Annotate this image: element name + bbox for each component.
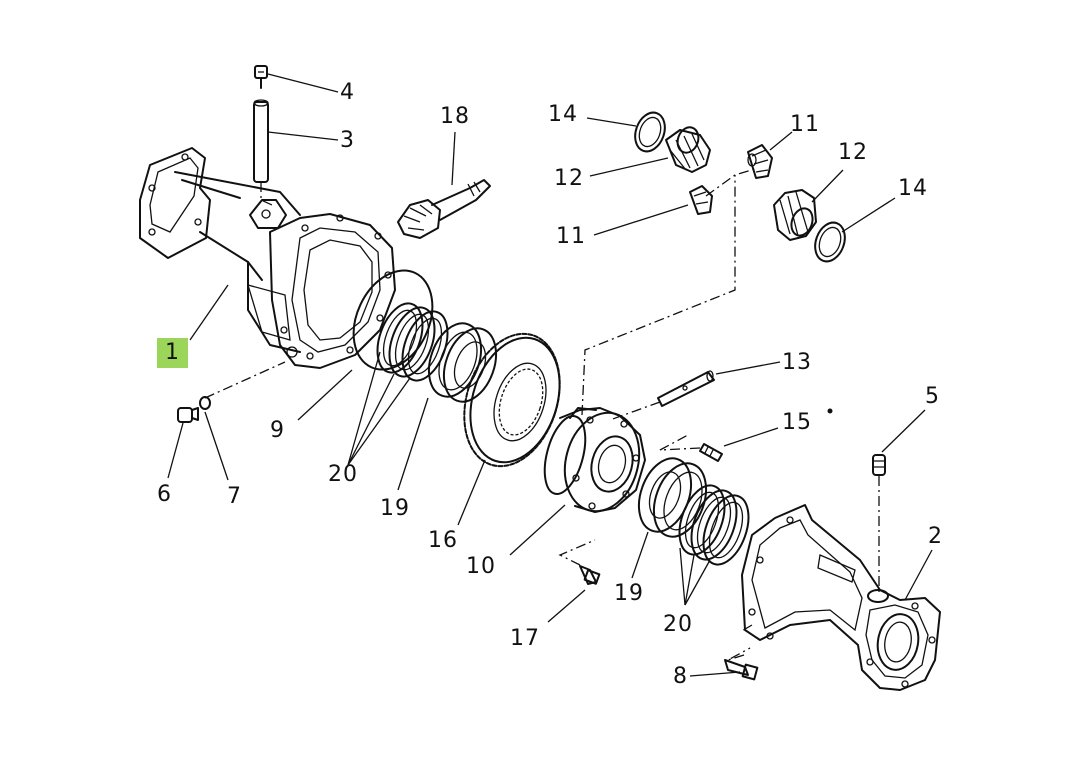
pin-3 <box>253 99 269 183</box>
callout-6: 6 <box>157 482 172 507</box>
callout-20-right: 20 <box>663 612 693 637</box>
gasket-7 <box>199 396 211 410</box>
shaft-13 <box>657 370 715 407</box>
callout-1: 1 <box>157 338 188 368</box>
callout-5: 5 <box>925 384 940 409</box>
plug-6 <box>177 407 199 423</box>
callout-19-left: 19 <box>380 496 410 521</box>
pinion-gear-11-bottom <box>689 185 713 215</box>
bearing-19-right <box>637 457 708 538</box>
callout-12-left: 12 <box>554 166 584 191</box>
callout-16: 16 <box>428 528 458 553</box>
pinion-gear-11-top <box>747 144 773 179</box>
shims-20-right <box>678 484 750 566</box>
side-gear-12-right <box>773 189 817 241</box>
axle-housing-left <box>139 147 396 369</box>
callout-7: 7 <box>227 484 242 509</box>
callout-8: 8 <box>673 664 688 689</box>
bolt-17 <box>579 565 601 585</box>
ring-gear-16 <box>463 332 561 468</box>
breather-5 <box>872 454 886 476</box>
callout-2: 2 <box>928 524 943 549</box>
callout-3: 3 <box>340 128 355 153</box>
callout-4: 4 <box>340 80 355 105</box>
callout-14-left: 14 <box>548 102 578 127</box>
callout-15: 15 <box>782 410 812 435</box>
callout-9: 9 <box>270 418 285 443</box>
thrust-washer-14-right <box>814 221 846 263</box>
callout-18: 18 <box>440 104 470 129</box>
pinion-18 <box>397 179 491 239</box>
side-gear-12-left <box>665 126 711 173</box>
callout-20-left: 20 <box>328 462 358 487</box>
callout-19-right: 19 <box>614 581 644 606</box>
shims-20-left <box>376 302 449 382</box>
callout-10: 10 <box>466 554 496 579</box>
bolt-4 <box>254 65 268 89</box>
o-ring-9 <box>352 269 434 371</box>
bolt-8 <box>724 659 759 681</box>
callout-14-right: 14 <box>898 176 928 201</box>
pin-15 <box>699 443 723 462</box>
thrust-washer-14-left <box>634 111 666 153</box>
differential-case-10 <box>543 407 646 513</box>
callout-11-top: 11 <box>790 112 820 137</box>
callout-17: 17 <box>510 626 540 651</box>
axle-housing-right <box>741 504 941 691</box>
callout-12-right: 12 <box>838 140 868 165</box>
callout-13: 13 <box>782 350 812 375</box>
callout-11-bottom: 11 <box>556 224 586 249</box>
